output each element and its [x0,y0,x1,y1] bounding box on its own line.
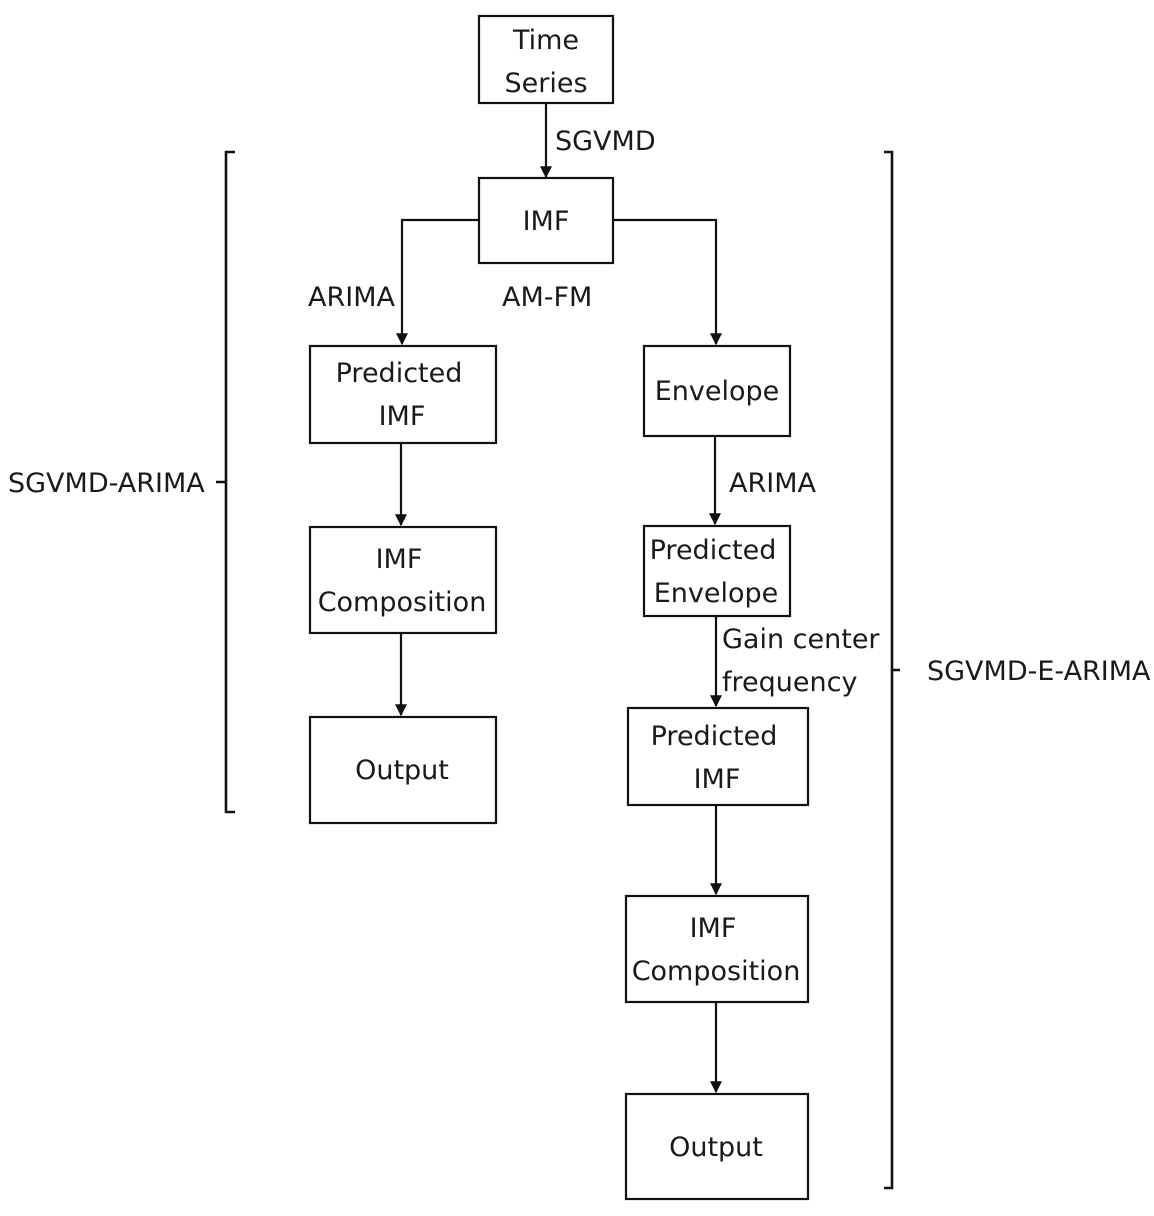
imf-label: IMF [523,206,570,237]
arrow-imf-to-envelope [613,218,722,346]
gain-center-line-1: Gain center [722,624,880,655]
sgvmd-e-arima-bracket-label: SGVMD-E-ARIMA [927,656,1151,687]
arrow-imf-to-left-predicted-imf [396,218,479,346]
imf-box: IMF [477,176,615,265]
right-output-box: Output [624,1092,810,1201]
time-series-line-1: Time [512,25,579,56]
left-imf-composition-line-1: IMF [376,544,423,575]
left-predicted-imf-box: Predicted IMF [308,344,498,445]
predicted-envelope-line-1: Predicted [650,535,777,566]
time-series-box: Time Series [477,14,615,105]
gain-center-line-2: frequency [722,667,857,698]
right-imf-composition-line-1: IMF [690,913,737,944]
right-predicted-imf-line-1: Predicted [651,721,778,752]
sgvmd-arima-bracket-label: SGVMD-ARIMA [8,468,205,499]
left-predicted-imf-line-2: IMF [379,401,426,432]
arima-left-label: ARIMA [308,282,395,313]
right-bracket [884,150,900,1190]
time-series-line-2: Series [504,68,587,99]
sgvmd-label: SGVMD [555,126,656,157]
left-output-box: Output [308,715,498,825]
left-predicted-imf-line-1: Predicted [336,358,463,389]
right-predicted-imf-line-2: IMF [694,764,741,795]
envelope-label: Envelope [655,376,780,407]
left-imf-composition-box: IMF Composition [308,525,498,635]
arima-right-label: ARIMA [729,468,816,499]
left-bracket [216,150,235,814]
right-predicted-imf-box: Predicted IMF [626,706,810,807]
left-imf-composition-line-2: Composition [318,587,487,618]
right-output-label: Output [669,1132,763,1163]
right-imf-composition-box: IMF Composition [624,894,810,1004]
envelope-box: Envelope [642,344,792,438]
predicted-envelope-box: Predicted Envelope [642,524,792,618]
predicted-envelope-line-2: Envelope [654,578,779,609]
right-imf-composition-line-2: Composition [632,956,801,987]
am-fm-label: AM-FM [502,282,592,313]
left-output-label: Output [355,755,449,786]
